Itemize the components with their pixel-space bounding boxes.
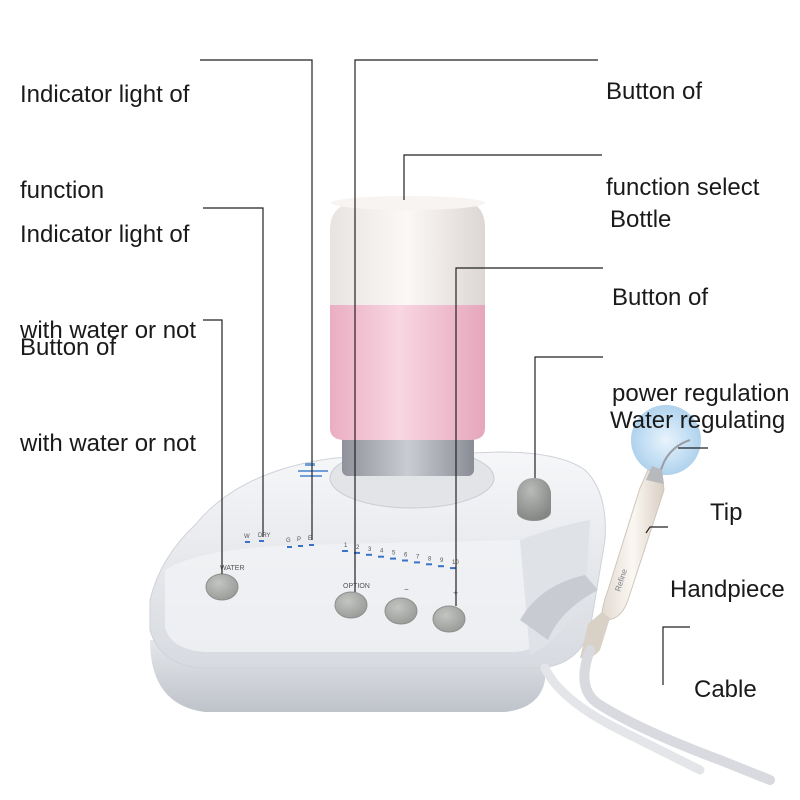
handpiece-holder: [520, 575, 598, 640]
power-scale-number: 2: [356, 545, 360, 551]
leader-power: [455, 267, 603, 606]
bottle-body: [330, 300, 485, 440]
label-button-power-line1: Button of: [612, 284, 709, 311]
scaler-tip: [659, 439, 691, 473]
leader-button-water: [203, 319, 223, 574]
power-level-led: [414, 561, 420, 564]
function-led-p: [298, 545, 303, 547]
label-button-power: Button of power regulation: [612, 218, 789, 442]
power-level-led: [402, 559, 408, 562]
leader-function-select: [354, 59, 598, 592]
leader-indicator-water: [203, 207, 264, 537]
power-scale-number: 7: [416, 554, 420, 560]
label-water-regulating-text: Water regulating: [610, 407, 786, 434]
power-scale-number: 6: [404, 553, 408, 559]
minus-caption: −: [404, 585, 409, 594]
label-indicator-water-line1: Indicator light of: [20, 221, 190, 248]
option-button[interactable]: [334, 591, 368, 619]
label-indicator-function: Indicator light of function: [20, 15, 189, 239]
power-scale-number: 4: [380, 549, 384, 555]
bottle-cap: [330, 200, 485, 305]
power-level-led: [450, 567, 456, 570]
function-led-e: [309, 544, 314, 546]
indicator-label-p: P: [297, 537, 301, 543]
function-led-g: [287, 546, 292, 548]
water-led: [245, 541, 250, 543]
power-minus-button[interactable]: [384, 597, 418, 625]
label-button-water-line2: with water or not: [20, 430, 197, 457]
indicator-label-w: W: [244, 534, 250, 540]
water-regulating-knob[interactable]: [517, 478, 551, 520]
label-button-water: Button of with water or not: [20, 268, 196, 492]
leader-water-regulating: [534, 356, 603, 478]
brand-mark: [298, 463, 328, 477]
label-indicator-water-line2: with water or not: [20, 317, 197, 344]
label-button-function-select-line2: function select: [606, 174, 760, 201]
power-scale-number: 8: [428, 556, 432, 562]
indicator-panel: W DRY G P E: [244, 533, 314, 548]
power-level-led: [390, 557, 396, 560]
cable-2: [540, 663, 705, 775]
power-scale-number: 3: [368, 547, 372, 553]
tip-water-glow: [631, 405, 701, 475]
label-handpiece: Handpiece: [670, 510, 785, 638]
label-button-function-select: Button of function select: [606, 12, 759, 236]
label-handpiece-text: Handpiece: [670, 576, 785, 603]
label-button-power-line2: power regulation: [612, 380, 790, 407]
label-indicator-function-line1: Indicator light of: [20, 81, 190, 108]
leader-bottle: [403, 154, 602, 200]
power-level-led: [426, 563, 432, 566]
label-tip: Tip: [710, 433, 742, 561]
water-button[interactable]: [205, 573, 239, 601]
indicator-label-dry: DRY: [258, 533, 271, 539]
handpiece-tip-cap: [646, 466, 664, 484]
label-indicator-function-line2: function: [20, 177, 105, 204]
label-bottle: Bottle: [610, 140, 671, 268]
power-scale-number: 9: [440, 558, 444, 564]
label-indicator-water: Indicator light of with water or not: [20, 155, 196, 379]
label-water-regulating: Water regulating: [610, 341, 785, 469]
label-button-water-line1: Button of: [20, 334, 117, 361]
power-level-led: [378, 555, 384, 558]
leader-indicator-function: [200, 59, 313, 540]
power-level-led: [366, 553, 372, 556]
label-tip-text: Tip: [710, 499, 743, 526]
cable: [579, 645, 775, 785]
power-scale-number: 5: [392, 551, 396, 557]
power-scale-number: 1: [344, 543, 348, 549]
option-button-caption: OPTION: [343, 583, 370, 590]
indicator-label-e: E: [308, 536, 312, 542]
leader-cable: [662, 626, 690, 685]
label-button-function-select-line1: Button of: [606, 78, 703, 105]
label-bottle-text: Bottle: [610, 206, 672, 233]
callout-lines: [200, 59, 708, 685]
power-level-led: [354, 551, 360, 554]
water-button-caption: WATER: [220, 565, 245, 572]
label-cable-text: Cable: [694, 676, 757, 703]
indicator-label-g: G: [286, 538, 291, 544]
power-level-led: [342, 550, 348, 552]
power-plus-button[interactable]: [432, 605, 466, 633]
bottle-cap-top: [331, 196, 485, 210]
label-cable: Cable: [694, 610, 757, 738]
bottle-collar: [342, 430, 474, 476]
leader-handpiece: [645, 526, 668, 534]
dry-led: [259, 540, 264, 542]
power-level-led: [438, 565, 444, 568]
handpiece[interactable]: [601, 469, 665, 621]
